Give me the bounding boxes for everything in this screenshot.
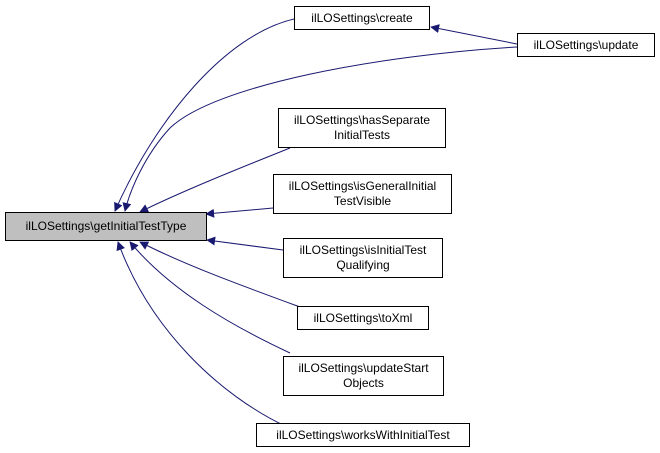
- node-works-with-initial-test[interactable]: ilLOSettings\worksWithInitialTest: [256, 423, 470, 447]
- node-label: TestVisible: [333, 194, 392, 208]
- node-label: Qualifying: [336, 258, 390, 272]
- node-label: ilLOSettings\isGeneralInitial: [288, 179, 437, 193]
- node-label: ilLOSettings\update: [533, 37, 639, 52]
- node-label: Objects: [343, 376, 384, 390]
- edge-create-to-root: [114, 18, 295, 212]
- node-is-general-initial-test-visible[interactable]: ilLOSettings\isGeneralInitial TestVisibl…: [273, 174, 452, 214]
- node-label: ilLOSettings\toXml: [313, 310, 413, 325]
- node-label: ilLOSettings\updateStart: [298, 361, 429, 375]
- node-label: ilLOSettings\isInitialTest: [299, 243, 427, 257]
- node-label: ilLOSettings\hasSeparate: [293, 113, 431, 127]
- node-is-initial-test-qualifying[interactable]: ilLOSettings\isInitialTest Qualifying: [283, 238, 443, 278]
- edge-update-to-create: [430, 24, 518, 45]
- node-label: ilLOSettings\create: [311, 10, 413, 25]
- node-create[interactable]: ilLOSettings\create: [294, 6, 430, 30]
- edge-has-separate-to-root: [139, 147, 291, 213]
- node-has-separate-initial-tests[interactable]: ilLOSettings\hasSeparate InitialTests: [278, 108, 446, 148]
- edge-is-initial-to-root: [206, 236, 284, 251]
- node-label: InitialTests: [333, 128, 391, 142]
- edge-update-to-root: [122, 46, 518, 212]
- edge-update-start-to-root: [129, 241, 291, 354]
- edge-works-with-to-root: [116, 241, 286, 427]
- node-label: ilLOSettings\worksWithInitialTest: [276, 427, 450, 442]
- node-update-start-objects[interactable]: ilLOSettings\updateStart Objects: [283, 356, 444, 396]
- edge-is-general-to-root: [205, 207, 274, 218]
- node-update[interactable]: ilLOSettings\update: [517, 33, 655, 57]
- node-to-xml[interactable]: ilLOSettings\toXml: [297, 306, 429, 330]
- edge-to-xml-to-root: [139, 241, 301, 308]
- node-label: ilLOSettings\getInitialTestType: [25, 219, 187, 233]
- node-get-initial-test-type: ilLOSettings\getInitialTestType: [5, 212, 207, 241]
